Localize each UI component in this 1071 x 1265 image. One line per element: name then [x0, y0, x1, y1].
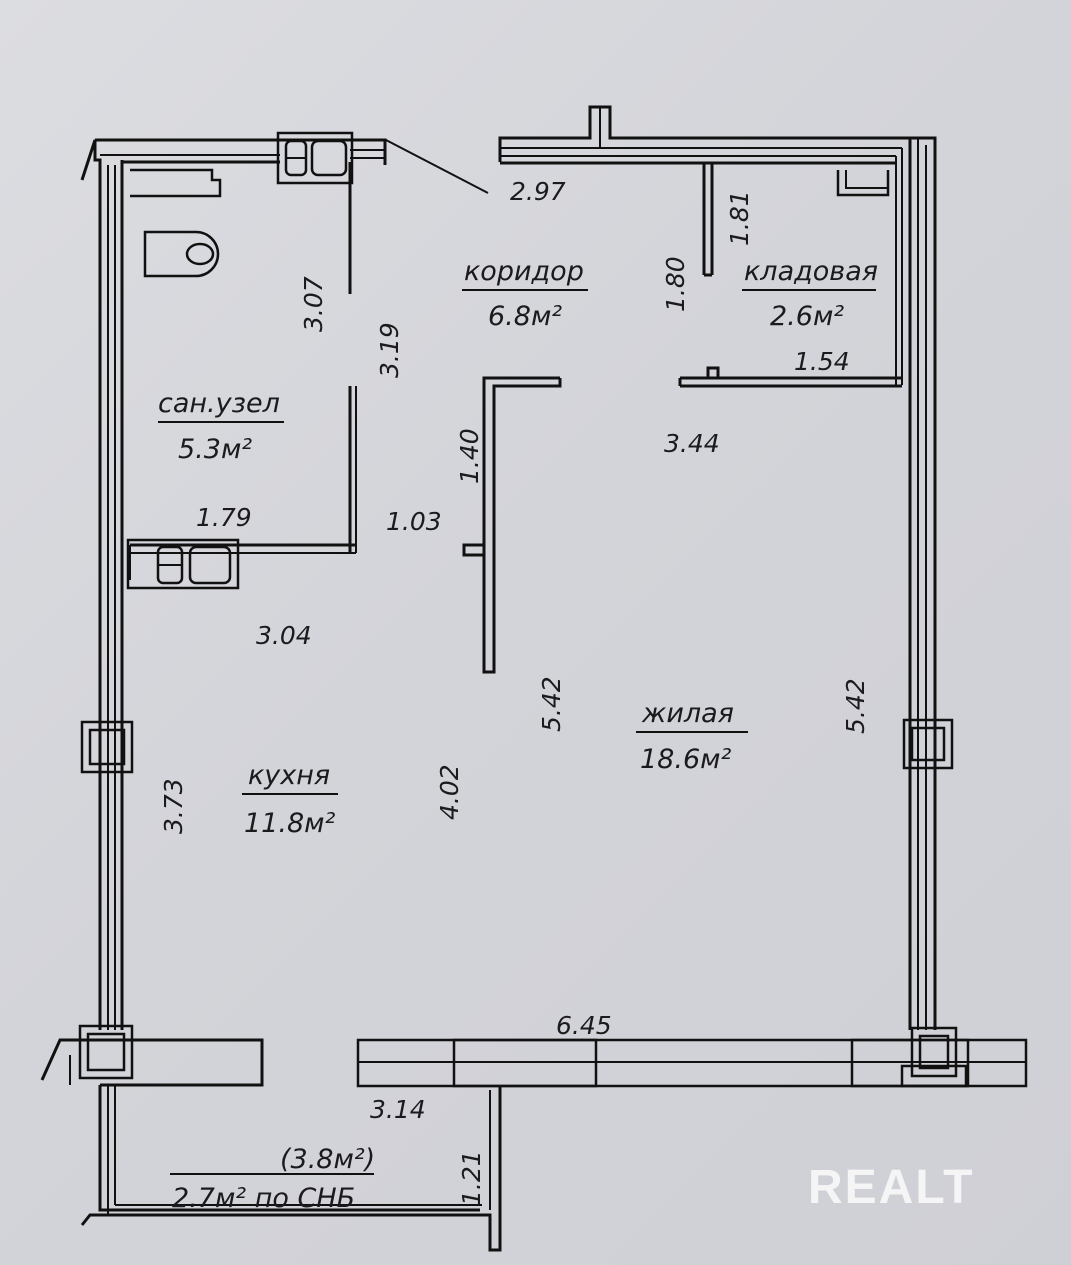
room-area-balcony-total: (3.8м²) — [280, 1144, 375, 1175]
room-name-corridor: коридор — [464, 256, 584, 287]
bathtub-fixture — [130, 168, 222, 198]
window-kitchen-left — [80, 720, 134, 774]
room-name-living: жилая — [641, 698, 734, 729]
room-name-storage: кладовая — [744, 256, 878, 287]
label-balcony: (3.8м²) 2.7м² по СНБ — [170, 1144, 375, 1214]
leader-line — [385, 139, 489, 194]
dim-kitchen-left: 3.73 — [159, 778, 188, 834]
dim-living-left: 5.42 — [537, 676, 566, 732]
dim-bath-height: 3.07 — [299, 276, 328, 332]
dim-balcony-width: 3.14 — [370, 1095, 426, 1124]
label-living: жилая 18.6м² — [636, 698, 748, 775]
toilet-fixture — [143, 230, 220, 278]
dim-storage-depth: 1.81 — [725, 190, 754, 246]
corridor-partition — [462, 376, 562, 674]
label-storage: кладовая 2.6м² — [742, 256, 878, 332]
dim-door-gap: 1.03 — [386, 507, 442, 536]
dim-corridor-width: 2.97 — [510, 177, 566, 206]
label-corridor: коридор 6.8м² — [462, 256, 588, 332]
room-area-storage: 2.6м² — [770, 301, 844, 332]
label-kitchen: кухня 11.8м² — [242, 760, 338, 839]
dim-storage-wall: 1.80 — [661, 256, 690, 312]
balcony-walls — [40, 1024, 502, 1252]
dim-bottom-width: 6.45 — [556, 1011, 612, 1040]
dim-storage-width: 1.54 — [794, 347, 850, 376]
dim-bath-width: 1.79 — [196, 503, 252, 532]
realt-watermark-logo: REALT — [808, 1161, 975, 1214]
room-name-bathroom: сан.узел — [158, 388, 280, 419]
dim-corridor-wall: 1.40 — [455, 428, 484, 484]
room-area-kitchen: 11.8м² — [244, 808, 335, 839]
dim-kitchen-top: 3.04 — [256, 621, 312, 650]
room-area-living: 18.6м² — [640, 744, 731, 775]
dim-corridor-length: 3.19 — [375, 322, 404, 378]
dimension-labels: 2.97 1.81 1.80 3.07 3.19 1.54 1.40 3.44 … — [159, 177, 870, 1206]
bottom-wall — [356, 1026, 1028, 1088]
top-right-exterior-wall — [498, 105, 937, 1030]
dim-kitchen-right: 4.02 — [435, 764, 464, 820]
bathroom-walls — [129, 162, 357, 580]
dim-living-top: 3.44 — [664, 429, 720, 458]
window-living-right — [902, 718, 954, 770]
window-bathroom — [276, 131, 354, 185]
label-bathroom: сан.узел 5.3м² — [158, 388, 284, 465]
room-area-bathroom: 5.3м² — [178, 434, 252, 465]
room-area-corridor: 6.8м² — [488, 301, 562, 332]
room-name-kitchen: кухня — [248, 760, 330, 791]
left-exterior-wall — [80, 138, 387, 1030]
dim-balcony-depth: 1.21 — [457, 1150, 486, 1206]
window-kitchen-top — [126, 538, 240, 590]
dim-living-right: 5.42 — [841, 678, 870, 734]
room-area-balcony-snb: 2.7м² по СНБ — [172, 1183, 355, 1214]
storage-walls — [678, 163, 902, 388]
